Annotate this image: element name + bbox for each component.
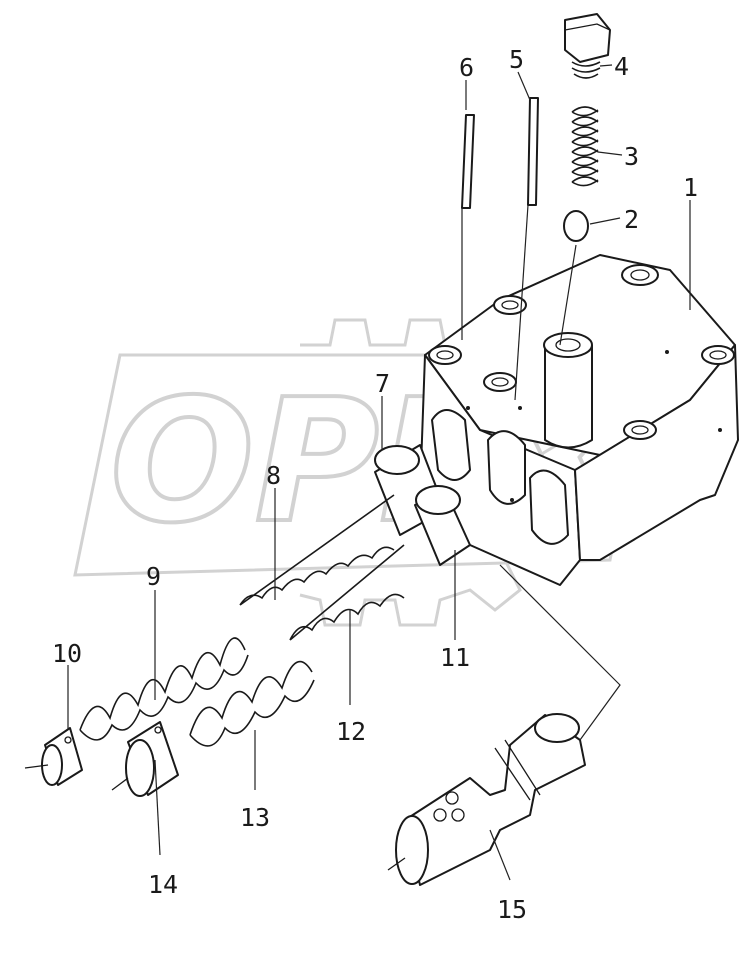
pin-part-5 [527, 97, 539, 206]
body-bore-left [431, 409, 471, 481]
body-boss-4 [483, 372, 517, 392]
callout-15: 15 [497, 895, 527, 924]
valve-body-side [574, 344, 739, 561]
large-spring-part-13 [189, 660, 315, 747]
callout-9: 9 [146, 562, 161, 591]
callout-3: 3 [624, 142, 639, 171]
callout-11: 11 [440, 643, 470, 672]
body-boss-1 [621, 264, 659, 286]
ball-part-2 [563, 210, 589, 242]
small-spring-part-3 [571, 106, 599, 187]
body-bore-middle [487, 430, 526, 505]
callout-7: 7 [375, 369, 390, 398]
callout-6: 6 [459, 53, 474, 82]
callout-14: 14 [148, 870, 178, 899]
body-bore-right [529, 469, 569, 545]
body-boss-2 [493, 295, 527, 315]
hex-plug-part-4 [564, 13, 611, 79]
callout-8: 8 [266, 461, 281, 490]
plug-part-10 [24, 727, 83, 786]
body-top-cylinder [544, 345, 593, 449]
plug-part-14 [111, 721, 179, 797]
piston-part-11 [414, 485, 471, 566]
spool-part-15 [387, 713, 586, 886]
long-spring-part-8 [239, 494, 395, 606]
body-boss-6 [623, 420, 657, 440]
callout-1: 1 [683, 173, 698, 202]
callout-4: 4 [614, 52, 629, 81]
callout-labels: 1 2 3 4 5 6 7 8 9 10 11 12 13 14 15 [52, 45, 698, 924]
pin-part-6 [461, 114, 475, 209]
leader-lines [67, 64, 691, 881]
callout-12: 12 [336, 717, 366, 746]
callout-10: 10 [52, 639, 82, 668]
body-boss-3 [428, 345, 462, 365]
long-spring-part-12 [289, 544, 405, 641]
callout-2: 2 [624, 205, 639, 234]
body-boss-5 [701, 345, 735, 365]
callout-5: 5 [509, 45, 524, 74]
callout-13: 13 [240, 803, 270, 832]
large-spring-part-9 [79, 637, 249, 741]
